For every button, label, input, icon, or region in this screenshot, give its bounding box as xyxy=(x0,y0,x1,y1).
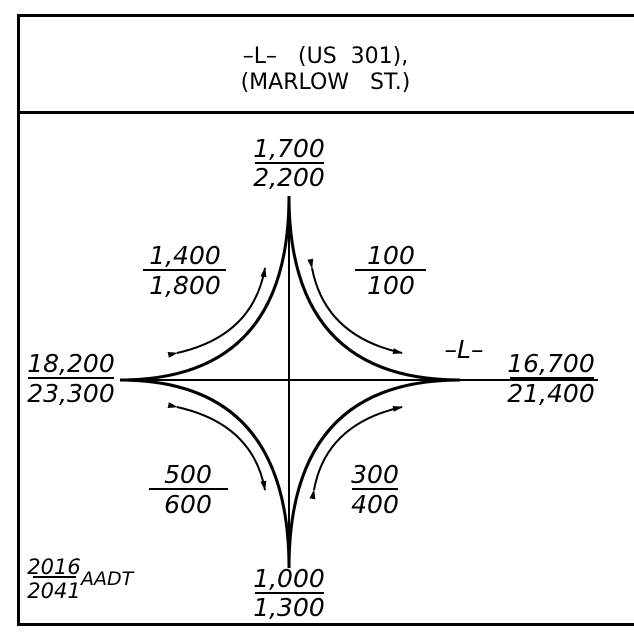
legend-year-2041: 2041 xyxy=(27,579,80,603)
southeast-volume-2041: 400 xyxy=(351,490,399,519)
legend-year-2016: 2016 xyxy=(27,555,80,579)
northeast-volume-2041: 100 xyxy=(367,271,415,300)
header-divider xyxy=(17,111,634,114)
arrow-northwest xyxy=(167,267,267,358)
arrow-southeast xyxy=(309,406,403,500)
south-volume-2041: 1,300 xyxy=(253,593,325,622)
south-volume-2016: 1,000 xyxy=(253,564,325,593)
southwest-volume-2016: 500 xyxy=(164,460,212,489)
west-volume-2016: 18,200 xyxy=(27,349,114,378)
east-volume-2016: 16,700 xyxy=(507,349,594,378)
diagram-frame xyxy=(17,14,634,626)
legend-aadt: AADT xyxy=(79,568,135,590)
north-volume-2041: 2,200 xyxy=(253,163,325,192)
west-volume-2041: 23,300 xyxy=(27,379,114,408)
arrow-southwest xyxy=(167,402,267,491)
north-volume-2016: 1,700 xyxy=(253,134,325,163)
northeast-volume-2016: 100 xyxy=(367,241,415,270)
northwest-volume-2016: 1,400 xyxy=(149,241,221,270)
southwest-volume-2041: 600 xyxy=(164,490,212,519)
arrow-northeast xyxy=(307,258,403,354)
header-route-line: –L– (US 301), xyxy=(242,44,409,69)
route-label: –L– xyxy=(445,335,484,364)
northwest-volume-2041: 1,800 xyxy=(149,271,221,300)
header-street-line: (MARLOW ST.) xyxy=(240,70,411,95)
southeast-volume-2016: 300 xyxy=(351,460,399,489)
east-volume-2041: 21,400 xyxy=(507,379,594,408)
